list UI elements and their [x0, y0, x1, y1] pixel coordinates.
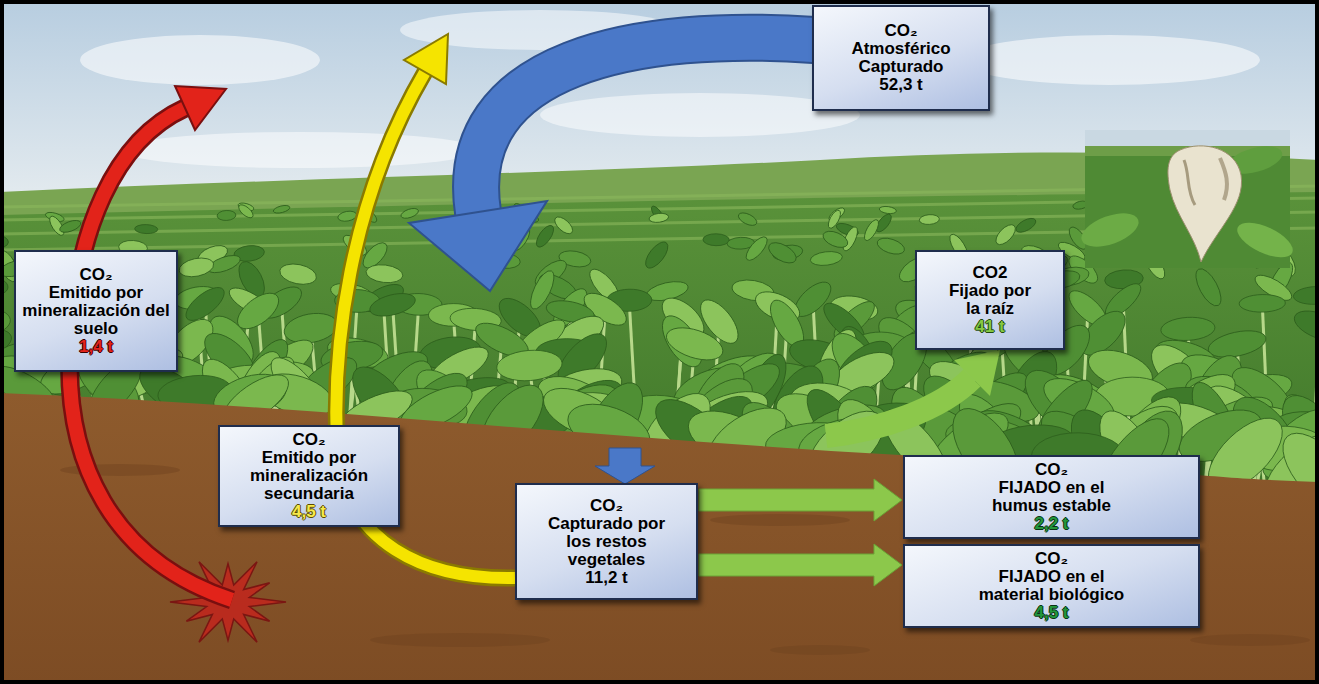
box-heading: CO₂	[884, 22, 917, 40]
box-heading: CO₂	[292, 431, 325, 449]
blue-down-arrow	[595, 448, 655, 484]
box-heading: CO₂	[1035, 550, 1068, 568]
box-value: 1,4 t	[79, 338, 113, 356]
box-heading: CO₂	[590, 497, 623, 515]
info-box: CO₂Emitido por mineralización secundaria…	[218, 425, 400, 527]
beet-leaf	[743, 234, 771, 264]
beet-leaf	[879, 206, 897, 215]
beet-leaf	[273, 204, 291, 215]
box-text: Emitido por mineralización secundaria	[239, 449, 379, 503]
beet-leaf	[1239, 294, 1285, 312]
box-text: Emitido por mineralización del suelo	[22, 284, 170, 338]
info-box: CO₂Capturado por los restos vegetales11,…	[515, 483, 698, 600]
box-value: 4,5 t	[1034, 604, 1068, 622]
box-value: 41 t	[975, 318, 1004, 336]
soil-clod	[770, 645, 870, 655]
beet-leaf	[552, 214, 576, 237]
inset-sky	[1085, 130, 1290, 148]
flow-arrow	[699, 544, 902, 586]
beet-leaf	[368, 289, 418, 320]
distant-hill	[0, 153, 1319, 684]
info-box: CO₂Emitido por mineralización del suelo1…	[14, 250, 178, 372]
beet-leaf	[1160, 316, 1215, 342]
cloud	[960, 35, 1260, 85]
info-box: CO₂Atmosférico Capturado52,3 t	[812, 5, 990, 111]
beet-leaf	[1206, 326, 1269, 362]
beet-leaf	[993, 221, 1019, 248]
blue-capture-arrow	[409, 38, 814, 291]
beet-leaf	[821, 228, 850, 251]
beet-leaf	[278, 261, 318, 287]
beet-leaf	[365, 263, 404, 285]
arrow-head	[404, 34, 448, 84]
box-heading: CO₂	[1035, 461, 1068, 479]
beet-leaf	[703, 234, 730, 246]
box-text: Capturado por los restos vegetales	[544, 515, 669, 569]
soil-clod	[710, 514, 850, 526]
box-text: Atmosférico Capturado	[831, 40, 971, 76]
soil	[0, 393, 1319, 684]
beet-leaf	[1014, 216, 1038, 236]
cloud	[80, 35, 320, 85]
info-box: CO2Fijado por la raíz41 t	[915, 250, 1065, 350]
soil-clod	[1190, 634, 1310, 646]
beet-leaf	[533, 223, 557, 250]
box-value: 11,2 t	[585, 569, 628, 587]
box-text: FIJADO en el material biológico	[968, 568, 1136, 604]
beet-leaf	[217, 210, 236, 221]
beet-leaf	[765, 238, 799, 267]
box-text: Fijado por la raíz	[943, 282, 1038, 318]
root-soil	[1220, 158, 1227, 200]
info-box: CO₂FIJADO en el material biológico4,5 t	[903, 544, 1200, 628]
cloud	[120, 132, 480, 168]
box-value: 52,3 t	[879, 76, 922, 94]
inset-leaf	[1232, 216, 1297, 265]
arrow-outline	[476, 38, 814, 212]
box-value: 2,2 t	[1034, 515, 1068, 533]
sugar-beet-root	[1168, 146, 1242, 262]
beet-leaf	[177, 255, 215, 279]
box-text: FIJADO en el humus estable	[973, 479, 1131, 515]
beet-leaf	[58, 218, 82, 235]
beet-leaf	[736, 210, 758, 228]
beet-leaf	[642, 238, 672, 271]
beet-leaf	[862, 218, 882, 243]
arrow-shaft	[826, 378, 972, 436]
box-heading: CO₂	[79, 266, 112, 284]
inset-leaf	[1077, 207, 1143, 254]
beet-leaf	[662, 322, 726, 367]
beet-leaf	[1191, 265, 1226, 310]
arrow-shaft	[476, 38, 814, 212]
info-box: CO₂FIJADO en el humus estable2,2 t	[903, 455, 1200, 539]
arrow-head	[175, 86, 226, 130]
beet-photo-inset	[1077, 130, 1298, 268]
beet-leaf	[135, 224, 158, 234]
beet-leaf	[875, 235, 906, 257]
root-soil	[1184, 160, 1195, 205]
green-root-arrow	[826, 350, 1000, 436]
beet-leaf	[810, 250, 844, 267]
beet-leaf	[1290, 305, 1319, 347]
arrow-head	[409, 201, 547, 291]
beet-leaf	[400, 207, 420, 221]
box-value: 4,5 t	[292, 503, 326, 521]
beet-leaf	[649, 212, 670, 223]
soil-clod	[370, 633, 550, 647]
arrow-head	[954, 350, 1000, 396]
box-heading: CO2	[973, 264, 1008, 282]
flow-arrow	[699, 479, 902, 521]
beet-leaf	[237, 203, 256, 221]
beet-leaf	[919, 214, 940, 225]
